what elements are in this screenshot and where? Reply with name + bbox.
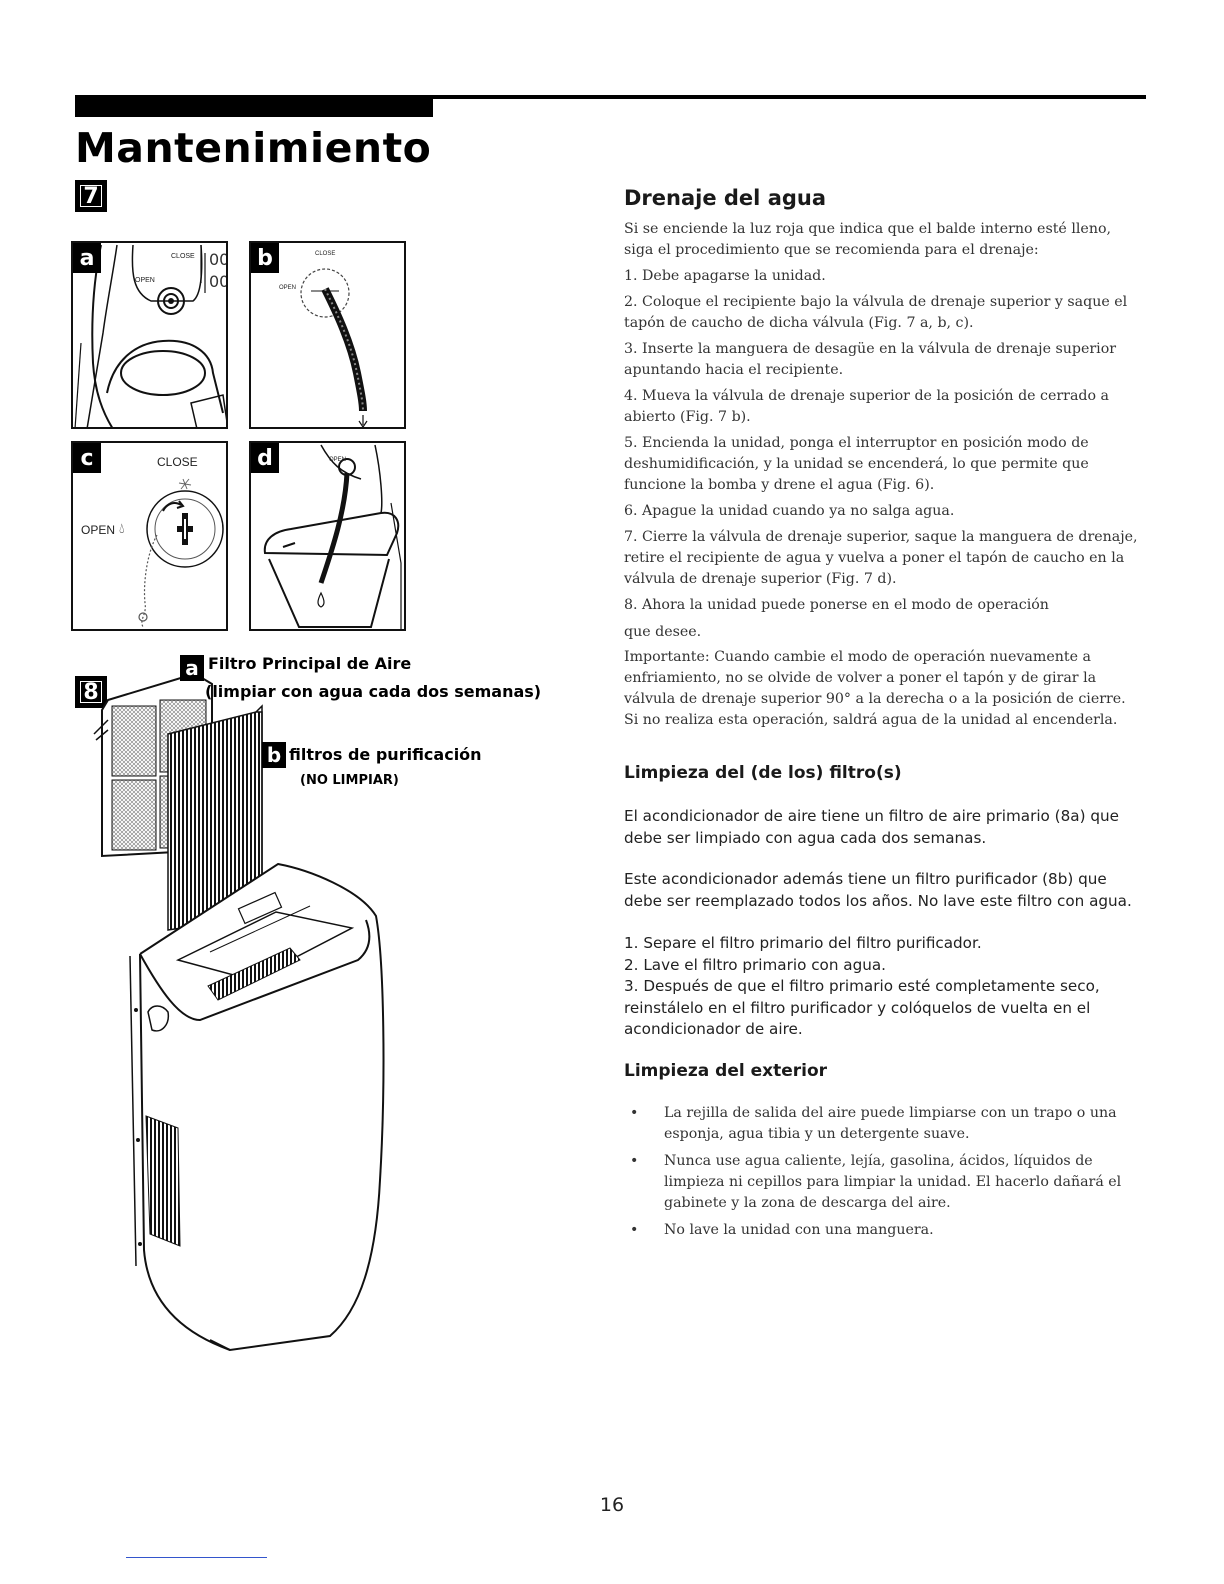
figure-7b-badge: b — [251, 243, 279, 273]
drenaje-step: 5. Encienda la unidad, ponga el interrup… — [624, 435, 1089, 493]
filter-a-badge: a — [180, 655, 204, 681]
drain-hose-illustration — [300, 268, 368, 427]
open-label: OPEN — [135, 277, 155, 284]
air-conditioner-illustration — [93, 672, 385, 1352]
figure-8-badge: 8 — [75, 676, 107, 708]
primary-filter-label: Filtro Principal de Aire — [208, 654, 412, 673]
filtros-para: Este acondicionador además tiene un filt… — [624, 870, 1132, 910]
drenaje-step: 8. Ahora la unidad puede ponerse en el m… — [624, 597, 1049, 613]
drenaje-heading: Drenaje del agua — [624, 186, 827, 210]
list-item: • No lave la unidad con una manguera. — [624, 1220, 1144, 1241]
filtros-step: 2. Lave el filtro primario con agua. — [624, 955, 886, 974]
figure-7d-badge: d — [251, 443, 279, 473]
bullet-icon: • — [630, 1152, 639, 1169]
close-label: CLOSE — [171, 253, 195, 260]
figure-7b-panel: b CLOSE OPEN — [249, 241, 406, 429]
instructions-column: Drenaje del agua Si se enciende la luz r… — [624, 186, 1144, 1241]
figure-7a-panel: 00 00 a CLOSE OPEN — [71, 241, 228, 429]
header-rule — [433, 95, 1146, 99]
open-label: OPEN — [279, 285, 297, 291]
drenaje-step: 1. Debe apagarse la unidad. — [624, 268, 826, 284]
water-drop-icon: 💧︎ — [119, 520, 125, 536]
filter-b-badge: b — [262, 742, 286, 768]
footer-link-line — [126, 1557, 267, 1558]
page-title: Mantenimiento — [75, 124, 432, 172]
drenaje-important-note: Importante: Cuando cambie el modo de ope… — [624, 649, 1126, 728]
filtros-para: El acondicionador de aire tiene un filtr… — [624, 807, 1119, 847]
exterior-heading: Limpieza del exterior — [624, 1060, 828, 1081]
primary-filter-instruction: (limpiar con agua cada dos semanas) — [205, 682, 542, 701]
bullet-icon: • — [630, 1104, 639, 1121]
drain-container-illustration — [263, 444, 402, 629]
svg-text:00: 00 — [209, 250, 228, 269]
drenaje-step: que desee. — [624, 624, 702, 640]
list-item: • Nunca use agua caliente, lejía, gasoli… — [624, 1151, 1144, 1214]
filtros-step: 1. Separe el filtro primario del filtro … — [624, 934, 982, 952]
filtros-heading: Limpieza del (de los) filtro(s) — [624, 763, 902, 783]
svg-text:00: 00 — [209, 272, 228, 291]
drenaje-step: 6. Apague la unidad cuando ya no salga a… — [624, 503, 955, 519]
figure-7c-panel: c CLOSE OPEN 💧︎ — [71, 441, 228, 631]
figure-7a-badge: a — [73, 243, 101, 273]
drenaje-step: 7. Cierre la válvula de drenaje superior… — [624, 529, 1138, 587]
figure-7c-badge: c — [73, 443, 101, 473]
bullet-icon: • — [630, 1221, 639, 1238]
valve-closeup-illustration — [138, 478, 224, 628]
valve-front-illustration: 00 00 — [74, 244, 228, 427]
drenaje-step: 2. Coloque el recipiente bajo la válvula… — [624, 294, 1128, 331]
drenaje-step: 4. Mueva la válvula de drenaje superior … — [624, 388, 1110, 425]
page-number: 16 — [599, 1494, 625, 1516]
open-label: OPEN — [81, 523, 116, 537]
purification-filter-instruction: (NO LIMPIAR) — [300, 773, 399, 788]
open-label: OPEN — [329, 457, 347, 463]
close-label: CLOSE — [157, 455, 198, 469]
close-label: CLOSE — [315, 251, 336, 257]
drenaje-step: 3. Inserte la manguera de desagüe en la … — [624, 341, 1117, 378]
purification-filter-label: filtros de purificación — [289, 745, 482, 764]
list-item: • La rejilla de salida del aire puede li… — [624, 1103, 1144, 1145]
figure-7-badge: 7 — [75, 180, 107, 212]
filtros-step: 3. Después de que el filtro primario est… — [624, 977, 1100, 1038]
header-bar — [75, 95, 433, 117]
figure-7d-panel: d OPEN — [249, 441, 406, 631]
drenaje-intro: Si se enciende la luz roja que indica qu… — [624, 221, 1112, 258]
